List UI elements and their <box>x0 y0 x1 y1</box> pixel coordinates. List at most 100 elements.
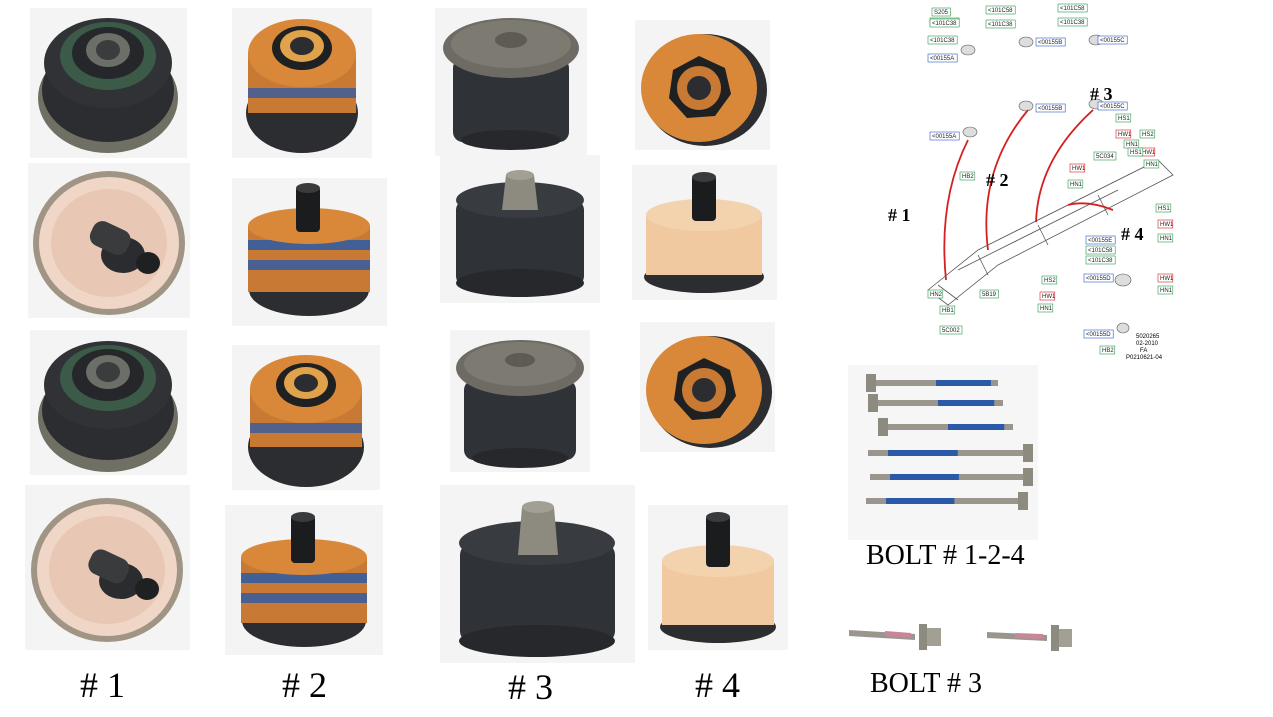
bolt-head <box>866 374 876 392</box>
part-number-label: HS2 <box>1142 132 1154 138</box>
bolt-thread-coating <box>938 400 995 406</box>
part-number-box <box>931 7 951 17</box>
part-number-box <box>1085 235 1116 245</box>
part-number-box <box>1099 345 1116 355</box>
part-number-label: HB2 <box>1102 348 1114 354</box>
part-number-box <box>1157 219 1174 229</box>
bolt-head <box>1023 468 1033 486</box>
part-number-label: HN1 <box>1160 236 1173 242</box>
bolt-label-1-2-4: BOLT # 1-2-4 <box>866 540 1025 571</box>
part-number-label: 5B19 <box>982 292 997 298</box>
part-number-label: S205 <box>934 10 949 16</box>
mount-3-top-view-2 <box>450 330 590 472</box>
part-number-label: <00155D <box>1086 276 1111 282</box>
bolt-head <box>868 394 878 412</box>
part-number-box <box>929 18 960 28</box>
column-label-1: # 1 <box>80 665 125 705</box>
part-number-box <box>1139 129 1156 139</box>
part-number-box <box>1143 159 1160 169</box>
part-number-label: <101C38 <box>932 21 957 27</box>
mount-3-side-view <box>440 155 600 303</box>
part-number-box <box>1115 113 1132 123</box>
part-number-box <box>979 289 999 299</box>
part-number-label: HW1 <box>1142 150 1156 156</box>
mount-2-top-view <box>232 8 372 158</box>
part-number-box <box>1085 245 1116 255</box>
bolt-3-image-b <box>985 612 1080 658</box>
part-number-label: <101C38 <box>1088 258 1113 264</box>
part-number-label: <00155C <box>1100 38 1125 44</box>
part-number-label: <00155A <box>932 134 956 140</box>
part-number-label: 5C034 <box>1096 154 1114 160</box>
diagram-callout-4: # 4 <box>1121 224 1144 244</box>
part-number-box <box>1097 35 1128 45</box>
bolt-head <box>878 418 888 436</box>
bolt-head <box>1023 444 1033 462</box>
part-number-box <box>927 53 958 63</box>
part-number-label: <00155A <box>930 56 954 62</box>
diagram-callout-2: # 2 <box>986 170 1009 190</box>
column-label-4: # 4 <box>695 665 740 705</box>
part-number-box <box>1037 303 1054 313</box>
part-number-label: HS1 <box>1130 150 1142 156</box>
part-number-box <box>1041 275 1058 285</box>
part-number-box <box>985 19 1016 29</box>
part-number-label: HW1 <box>1072 166 1086 172</box>
mount-2-top-view-2 <box>232 345 380 490</box>
part-number-label: HS1 <box>1158 206 1170 212</box>
part-number-box <box>985 5 1016 15</box>
part-number-box <box>927 35 958 45</box>
part-number-label: HN1 <box>1126 142 1139 148</box>
part-number-box <box>1039 291 1056 301</box>
mount-2-side-view <box>232 178 387 326</box>
part-number-label: HW1 <box>1118 132 1132 138</box>
part-number-label: <101C38 <box>988 22 1013 28</box>
exploded-frame-diagram: S205<101C58<101C58<101C58<101C38<101C38<… <box>918 0 1180 362</box>
part-number-box <box>1093 151 1117 161</box>
part-number-label: HN1 <box>1160 288 1173 294</box>
part-number-box <box>1083 273 1114 283</box>
part-number-box <box>1069 163 1086 173</box>
part-number-label: HN1 <box>1146 162 1159 168</box>
part-number-label: HS1 <box>1118 116 1130 122</box>
part-number-box <box>1097 101 1128 111</box>
part-number-box <box>1067 179 1084 189</box>
mount-3-top-view <box>435 8 587 156</box>
part-number-label: <101C58 <box>1060 6 1085 12</box>
part-number-box <box>939 305 956 315</box>
diagram-footer-1: 02-2010 <box>1136 341 1159 347</box>
bolt-thread-coating <box>888 450 958 456</box>
bolt-thread-coating <box>936 380 991 386</box>
part-number-box <box>1035 103 1066 113</box>
bolt-label-3: BOLT # 3 <box>870 668 983 699</box>
bolt-head <box>1018 492 1028 510</box>
part-number-box <box>927 289 944 299</box>
bolt-thread-coating <box>886 498 955 504</box>
part-number-label: <00155B <box>1038 40 1062 46</box>
column-label-3: # 3 <box>508 667 553 707</box>
mount-1-bottom-view-2 <box>25 485 190 650</box>
part-number-label: <00155C <box>1100 104 1125 110</box>
mount-1-top-view <box>30 8 187 158</box>
part-number-label: <00155E <box>1088 238 1112 244</box>
bolt-thread-coating <box>948 424 1005 430</box>
part-number-box <box>1085 255 1116 265</box>
mount-4-side-view-2 <box>648 505 788 650</box>
part-number-label: <101C58 <box>1088 248 1113 254</box>
mount-3-side-view-2 <box>440 485 635 663</box>
diagram-footer-3: P0210621-04 <box>1126 355 1163 361</box>
part-number-label: HW1 <box>1160 222 1174 228</box>
part-number-label: HS2 <box>1044 278 1056 284</box>
part-number-label: <101C38 <box>930 38 955 44</box>
diagram-footer-2: FA <box>1140 348 1147 354</box>
part-number-label: <101C38 <box>1060 20 1085 26</box>
mount-4-side-view <box>632 165 777 300</box>
part-number-box <box>1157 273 1174 283</box>
part-number-box <box>1057 3 1088 13</box>
part-number-label: HW1 <box>1042 294 1056 300</box>
part-number-label: HW1 <box>1160 276 1174 282</box>
mount-4-top-view <box>635 20 770 150</box>
part-number-label: HN1 <box>1040 306 1053 312</box>
part-number-label: 5C002 <box>942 328 960 334</box>
part-number-box <box>959 171 976 181</box>
